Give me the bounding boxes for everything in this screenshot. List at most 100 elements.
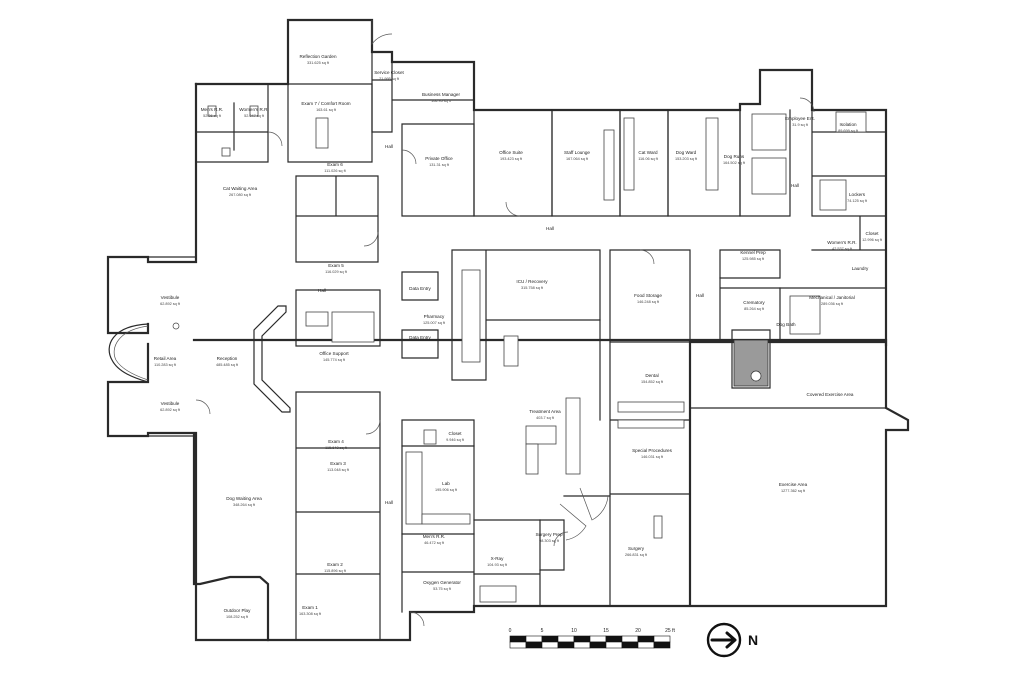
- room-reception: Reception 485.485 sq ft: [216, 356, 239, 367]
- room-name: Closet: [865, 231, 879, 236]
- room-name: Men's R.R.: [423, 534, 446, 539]
- hall-label: Hall: [385, 500, 393, 505]
- room-vestibule-bottom: Vestibule 62.892 sq ft: [160, 401, 181, 412]
- room-name: X-Ray: [491, 556, 504, 561]
- scale-block: [525, 641, 543, 649]
- room-name: Private Office: [425, 156, 453, 161]
- room-name: Lockers: [849, 192, 866, 197]
- scale-tick-label: 20: [635, 628, 641, 634]
- door-swings: [195, 20, 815, 627]
- room-name: Exam 4: [328, 439, 344, 444]
- room-name: Outdoor Play: [224, 608, 252, 613]
- room-area: 145.774 sq ft: [323, 358, 346, 362]
- room-general-exercise: Covered Exercise Area: [807, 392, 854, 397]
- room-area: 21.995 sq ft: [379, 77, 400, 81]
- room-dog-ward: Dog Ward 153.203 sq ft: [675, 150, 698, 161]
- room-name: Women's R.R.: [827, 240, 856, 245]
- room-area: 106.95 sq ft: [431, 99, 452, 103]
- room-name: ICU / Recovery: [516, 279, 548, 284]
- room-name: Exam 6: [327, 162, 343, 167]
- room-area: 9.946 sq ft: [446, 438, 465, 442]
- room-area: 195.906 sq ft: [435, 488, 458, 492]
- room-data-entry-2: Data Entry: [409, 335, 431, 340]
- room-name: Dog Bath: [776, 322, 796, 327]
- fixtures: [172, 105, 867, 603]
- room-employee-ent: Employee Ent.31.9 sq ft: [785, 116, 815, 127]
- room-area: 331.625 sq ft: [307, 61, 330, 65]
- scale-block: [573, 635, 591, 643]
- room-area: 267.080 sq ft: [229, 193, 252, 197]
- room-area: 42.537 sq ft: [832, 247, 853, 251]
- room-laundry: Laundry: [852, 266, 869, 271]
- room-name: Exam 5: [328, 263, 344, 268]
- room-womens-rr-right: Women's R.R. 42.537 sq ft: [827, 240, 856, 251]
- room-name: Men's R.R.: [201, 107, 224, 112]
- room-area: 62.892 sq ft: [160, 408, 181, 412]
- scale-block: [653, 635, 671, 643]
- room-name: Vestibule: [161, 295, 180, 300]
- room-area: 62.892 sq ft: [160, 302, 181, 306]
- room-womens-rr-top: Women's R.R.52.047 sq ft: [239, 107, 268, 118]
- room-area: 115.648 sq ft: [325, 446, 348, 450]
- room-name: Office Support: [319, 351, 349, 356]
- hall-label: Hall: [318, 288, 326, 293]
- room-area: 289.036 sq ft: [821, 302, 844, 306]
- room-area: 167.064 sq ft: [566, 157, 589, 161]
- room-area: 85.264 sq ft: [744, 307, 765, 311]
- room-name: Food Storage: [634, 293, 662, 298]
- room-area: 108.252 sq ft: [226, 615, 249, 619]
- room-exam-7: Exam 7 / Comfort Room 163.61 sq ft: [301, 101, 350, 112]
- room-area: 52.36 sq ft: [203, 114, 222, 118]
- scale-tick-label: 25 ft: [665, 628, 675, 634]
- room-area: 110.283 sq ft: [154, 363, 177, 367]
- room-name: Dental: [645, 373, 658, 378]
- scale-block: [509, 641, 527, 649]
- room-area: 315.758 sq ft: [521, 286, 544, 290]
- room-area: 53.75 sq ft: [433, 587, 452, 591]
- room-name: Exam 7 / Comfort Room: [301, 101, 350, 106]
- room-data-entry-1: Data Entry: [409, 286, 431, 291]
- room-dog-bath: Dog Bath: [776, 322, 796, 327]
- room-food-storage: Food Storage 146.248 sq ft: [634, 293, 662, 304]
- room-area: 46.472 sq ft: [424, 541, 445, 545]
- room-area: 163.61 sq ft: [316, 108, 337, 112]
- room-area: 485.485 sq ft: [216, 363, 239, 367]
- room-name: Dog Ward: [676, 150, 697, 155]
- room-name: Reception: [217, 356, 238, 361]
- north-label: N: [748, 632, 758, 648]
- room-area: 153.203 sq ft: [675, 157, 698, 161]
- room-area: 125.007 sq ft: [423, 321, 446, 325]
- room-area: 154.852 sq ft: [641, 380, 664, 384]
- scale-block: [605, 635, 623, 643]
- crematory-unit: [733, 339, 769, 387]
- scale-block: [557, 635, 575, 643]
- scale-tick-label: 0: [509, 628, 512, 634]
- scale-block: [621, 635, 639, 643]
- room-area: 1277.362 sq ft: [781, 489, 806, 493]
- scale-block: [525, 635, 543, 643]
- room-name: Exam 3: [330, 461, 346, 466]
- room-name: Vestibule: [161, 401, 180, 406]
- room-name: Office Suite: [499, 150, 523, 155]
- room-area: 146.248 sq ft: [637, 300, 660, 304]
- room-area: 163.308 sq ft: [299, 612, 322, 616]
- room-name: Employee Ent.: [785, 116, 815, 121]
- hall-label: Hall: [546, 226, 554, 231]
